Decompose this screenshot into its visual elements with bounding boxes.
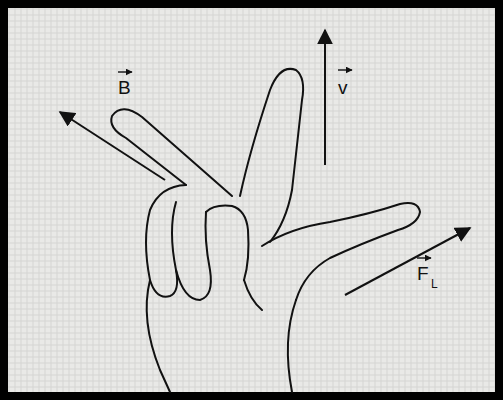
force-label: F	[417, 264, 429, 283]
force-subscript: L	[431, 278, 438, 290]
field-label: B	[118, 78, 131, 97]
vector-arrows	[60, 30, 470, 295]
velocity-label: v	[338, 78, 348, 97]
hand-outline	[111, 69, 420, 392]
textured-ground	[8, 8, 495, 392]
vector-overbars	[118, 70, 431, 258]
